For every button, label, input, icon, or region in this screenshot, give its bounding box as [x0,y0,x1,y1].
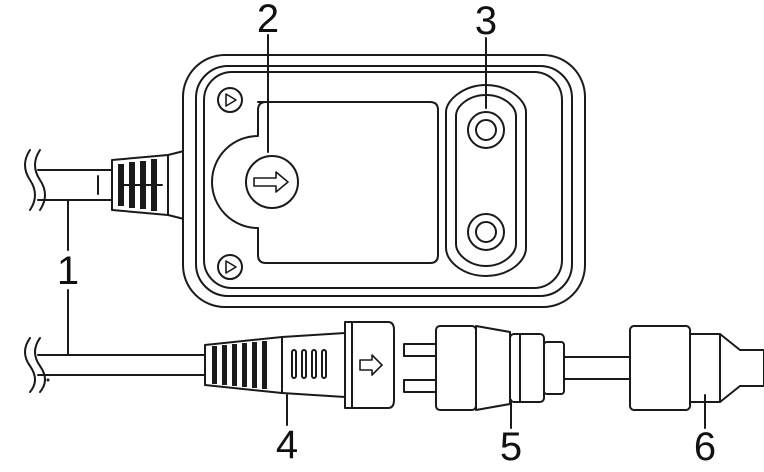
output-connector [204,321,395,409]
upper-cable [24,149,119,211]
plug-insert-alt [629,325,764,411]
release-button [245,155,299,209]
triangle-screw-icon [217,87,243,113]
callout-6: 6 [694,425,716,469]
cable-break-icon [24,149,46,211]
callout-numbers: 1 2 3 4 5 6 [57,0,716,469]
power-unit [182,54,586,308]
arrow-right-icon [253,171,289,193]
lower-cable [24,337,206,393]
plug-insert [403,325,631,411]
triangle-screw-icon [217,254,243,280]
arrow-right-icon [359,354,383,376]
euro-plug-face [445,84,527,277]
callout-3: 3 [475,0,497,43]
label-plate [211,101,439,264]
callout-4: 4 [276,423,298,467]
cable-break-icon [24,337,46,393]
callout-5: 5 [500,425,522,469]
callout-1: 1 [57,249,79,293]
upper-strain-relief [111,149,189,221]
leader-lines [67,34,706,429]
callout-2: 2 [257,0,279,41]
